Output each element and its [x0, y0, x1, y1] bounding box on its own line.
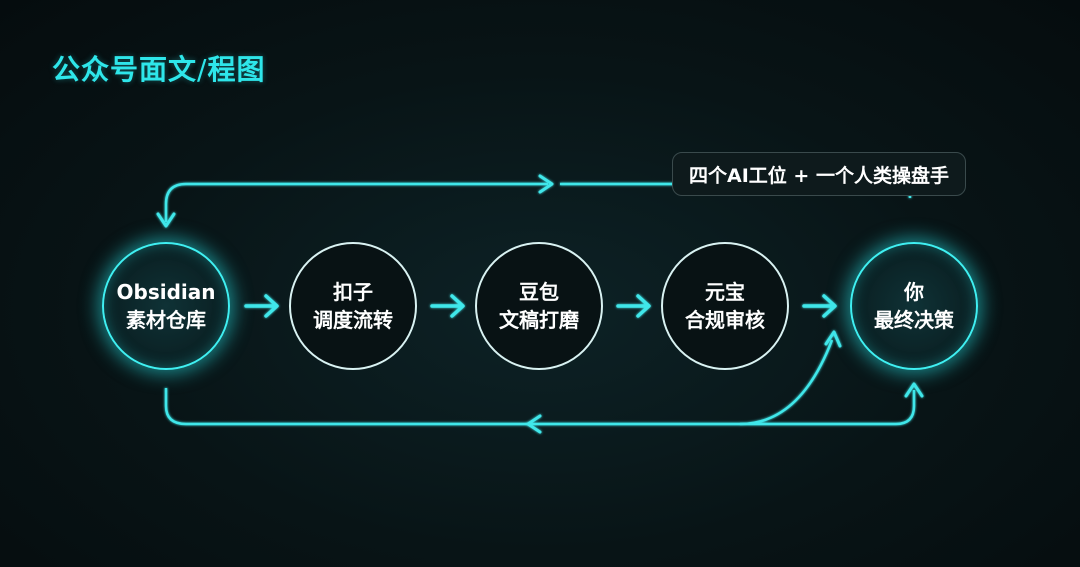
node-kouzi: 扣子 调度流转	[289, 242, 417, 370]
step-arrow-4	[802, 294, 837, 318]
node-doubao: 豆包 文稿打磨	[475, 242, 603, 370]
node-you-line2: 最终决策	[874, 308, 954, 332]
node-obsidian: Obsidian 素材仓库	[102, 242, 230, 370]
node-you-line1: 你	[904, 280, 924, 304]
step-arrow-1	[244, 294, 279, 318]
title-tail: 程图	[207, 53, 266, 86]
arrowhead-bottom	[526, 414, 542, 434]
title-main: 公众号面文	[52, 53, 198, 86]
node-yuanbao: 元宝 合规审核	[661, 242, 789, 370]
page-title: 公众号面文/程图	[52, 48, 265, 88]
step-arrow-3	[616, 294, 651, 318]
node-doubao-line2: 文稿打磨	[499, 308, 579, 332]
node-kouzi-line1: 扣子	[333, 280, 373, 304]
arrowhead-top	[538, 174, 554, 194]
node-yuanbao-line1: 元宝	[705, 280, 745, 304]
node-kouzi-line2: 调度流转	[313, 308, 393, 332]
arrowhead-obsidian	[156, 212, 176, 228]
ai-workstation-badge: 四个AI工位 + 一个人类操盘手	[672, 152, 966, 196]
node-yuanbao-line2: 合规审核	[685, 308, 765, 332]
arrowhead-final-right	[904, 382, 924, 398]
node-obsidian-line2: 素材仓库	[126, 308, 206, 332]
title-slash: /	[197, 53, 208, 86]
step-arrow-2	[430, 294, 465, 318]
bottom-curve-line	[739, 339, 834, 426]
arrowhead-final-curve	[824, 330, 842, 348]
bottom-loop-line	[164, 388, 916, 426]
node-you: 你 最终决策	[850, 242, 978, 370]
node-obsidian-line1: Obsidian	[116, 280, 216, 304]
node-doubao-line1: 豆包	[519, 280, 559, 304]
top-loop-line-left	[164, 182, 548, 222]
